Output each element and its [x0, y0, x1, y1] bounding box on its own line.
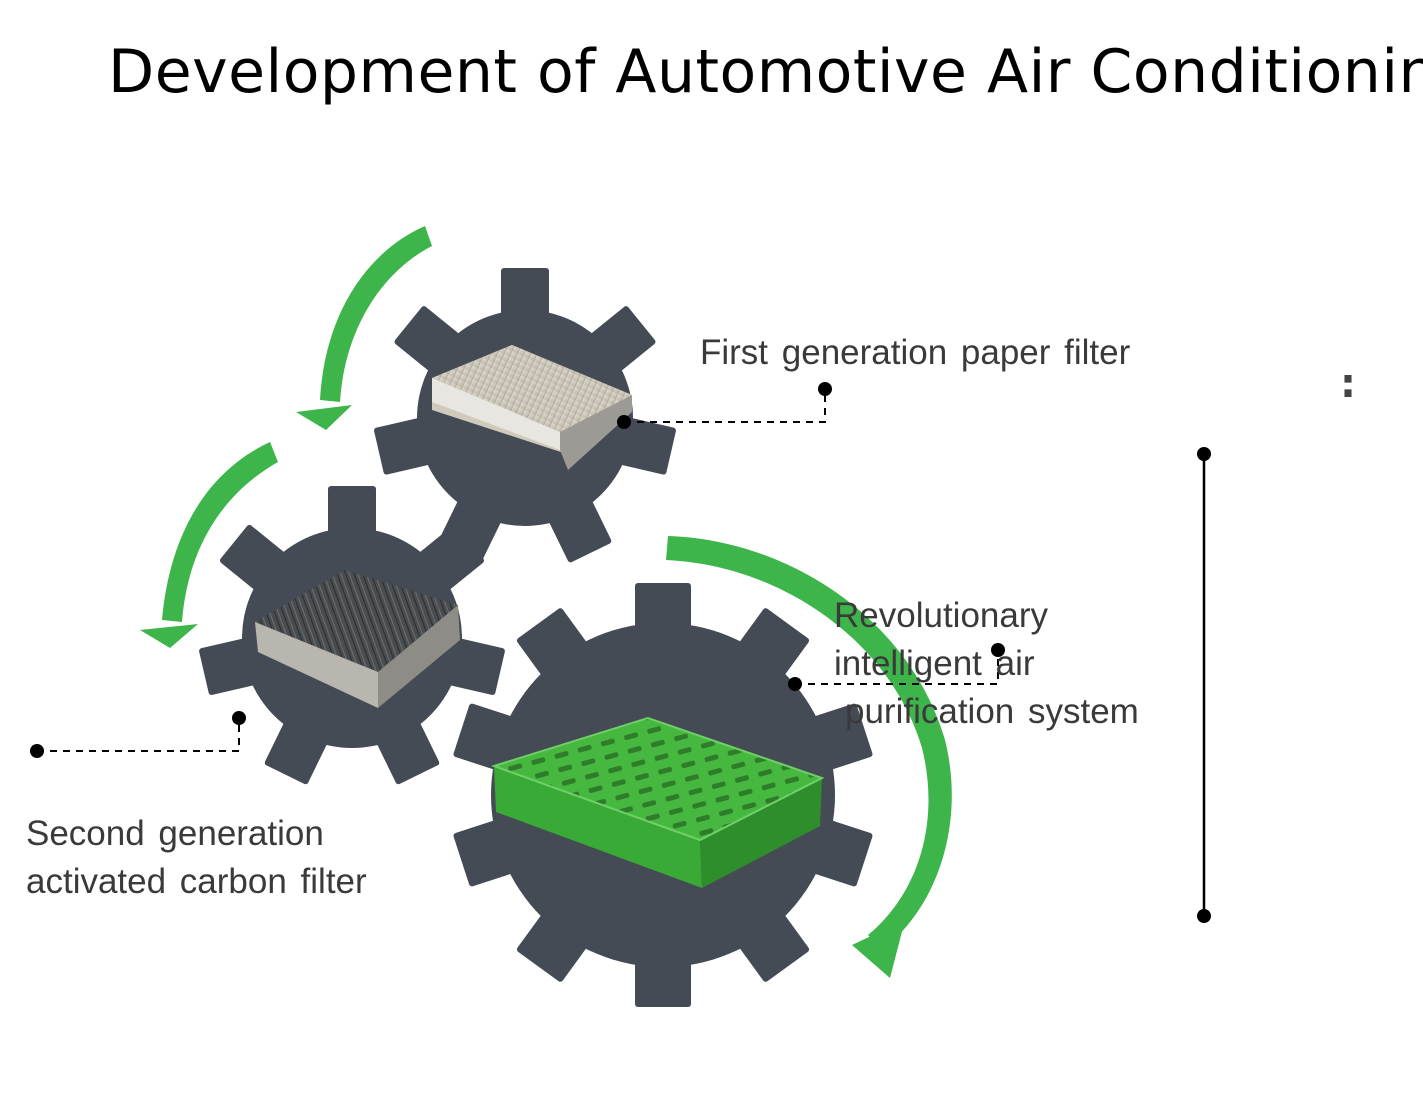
third-generation-line3: purification system — [845, 692, 1139, 731]
curved-arrow-icon-top — [296, 226, 432, 430]
first-generation-text: First generation paper filter — [700, 333, 1131, 372]
gear-icon-left — [199, 486, 505, 785]
smart-purifier-image — [490, 716, 825, 888]
second-generation-label: Second generation activated carbon filte… — [26, 810, 367, 906]
vertical-timeline-line — [1197, 447, 1211, 923]
second-generation-line2: activated carbon filter — [26, 862, 367, 901]
overflow-marker: : — [1340, 361, 1356, 407]
carbon-filter-image — [255, 570, 460, 708]
first-generation-label: First generation paper filter — [700, 329, 1130, 377]
third-generation-line1: Revolutionary — [834, 596, 1048, 635]
curved-arrow-icon-left — [140, 442, 278, 648]
curved-arrow-icon-right — [666, 536, 952, 978]
connector-second — [30, 711, 246, 758]
second-generation-line1: Second generation — [26, 814, 324, 853]
page-title: Development of Automotive Air Conditioni… — [108, 37, 1423, 107]
connector-third — [788, 643, 1005, 691]
third-generation-line2: intelligent air — [834, 644, 1035, 683]
connector-first — [617, 382, 832, 429]
third-generation-label: Revolutionary intelligent air purificati… — [834, 592, 1139, 736]
paper-filter-image — [432, 345, 632, 470]
